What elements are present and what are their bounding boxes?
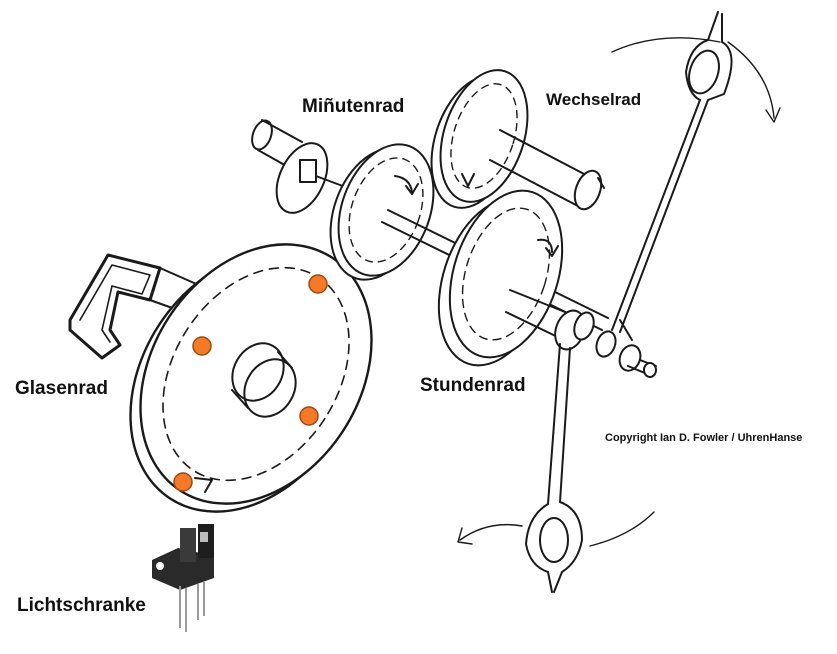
minute-hand [611, 11, 733, 341]
hour-hand [525, 343, 583, 593]
label-glasenrad: Glasenrad [15, 378, 108, 399]
stundenrad-wheel [437, 189, 657, 378]
lichtschranke-sensor [152, 524, 214, 632]
label-lichtschranke: Lichtschranke [17, 595, 146, 616]
copyright-notice: Copyright Ian D. Fowler / UhrenHanse [605, 432, 803, 444]
rotation-arrows [457, 37, 781, 547]
glasenrad-markers [173, 274, 328, 492]
minutenrad-pinion [251, 119, 349, 214]
wechselrad-wheel [430, 69, 605, 211]
marker-dot [308, 274, 328, 294]
minutenrad-wheel [329, 143, 435, 281]
marker-dot [192, 336, 212, 356]
label-wechselrad: Wechselrad [546, 90, 642, 109]
marker-dot [299, 406, 319, 426]
glasenrad-wheel [129, 243, 373, 513]
label-stundenrad: Stundenrad [420, 375, 526, 396]
marker-dot [173, 472, 193, 492]
label-minutenrad: Miñutenrad [302, 96, 405, 117]
